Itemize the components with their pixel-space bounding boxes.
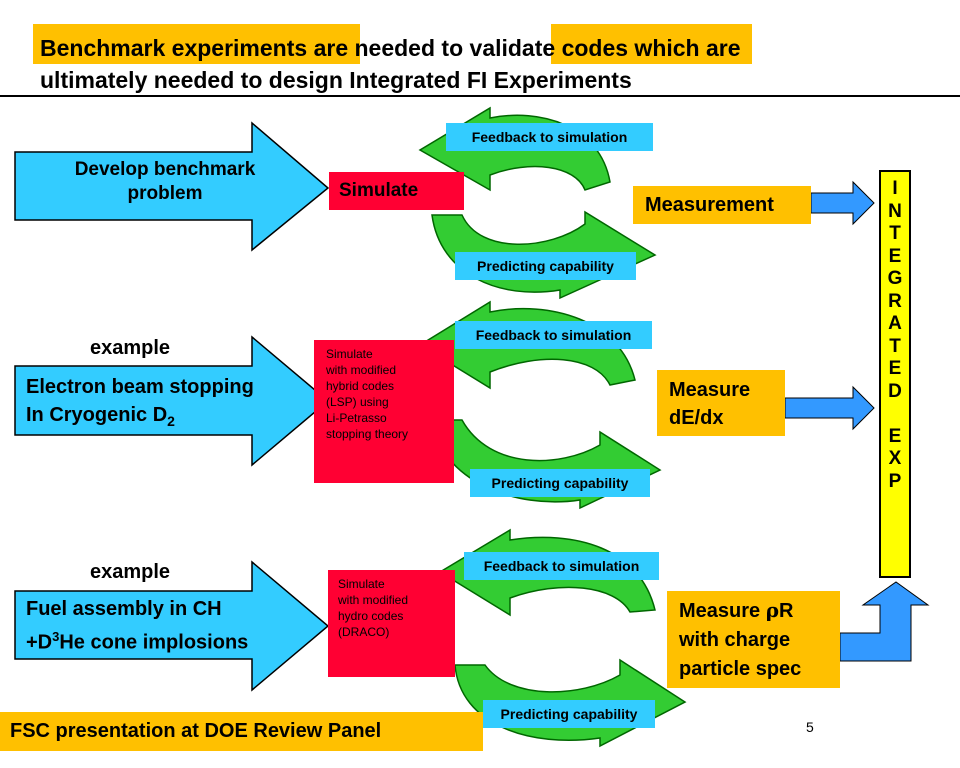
page-title: Benchmark experiments are needed to vali…	[40, 32, 741, 96]
row2-example-label: example	[90, 337, 171, 359]
output-arrow-3	[839, 581, 930, 662]
title-line-2: ultimately needed to design Integrated F…	[40, 67, 632, 93]
title-line-1: Benchmark experiments are needed to vali…	[40, 32, 741, 64]
row1-input-line-2: problem	[127, 183, 203, 204]
row2-simulate-box: Simulate with modified hybrid codes (LSP…	[314, 340, 454, 483]
title-mid-text-2: hich are	[652, 35, 741, 61]
title-mid-text-1: are needed to v	[307, 35, 483, 61]
row3-input-line-2: +D3He cone implosions	[26, 629, 249, 654]
input-arrow-3	[14, 560, 330, 692]
row3-predicting-label: Predicting capability	[483, 700, 655, 728]
row2-input-line-1: Electron beam stopping	[26, 376, 254, 398]
title-highlight-2	[551, 24, 752, 64]
row3-feedback-label: Feedback to simulation	[464, 552, 659, 580]
output-arrow-2	[784, 385, 875, 431]
row1-simulate-label: Simulate	[339, 180, 419, 201]
input-arrow-1	[14, 121, 330, 252]
title-highlight-1	[33, 24, 360, 64]
row3-simulate-box: Simulate with modified hydro codes (DRAC…	[328, 570, 455, 677]
row3-input-line-1: Fuel assembly in CH	[26, 598, 222, 620]
input-arrow-2	[14, 335, 330, 467]
row1-input-line-1: Develop benchmark	[74, 159, 256, 180]
row1-simulate-box: Simulate	[329, 172, 464, 210]
integrated-exp-bar: I N T E G R A T E D E X P	[879, 170, 911, 578]
title-hl-text-2: alidate codes w	[482, 35, 653, 61]
output-arrow-1	[810, 180, 875, 226]
page-number: 5	[806, 719, 814, 735]
row2-feedback-label: Feedback to simulation	[455, 321, 652, 349]
row3-measure-box: Measure ρR with charge particle spec	[667, 591, 840, 688]
row1-predicting-label: Predicting capability	[455, 252, 636, 280]
row1-measurement-box: Measurement	[633, 186, 811, 224]
row3-measure-line-1: Measure ρR	[679, 598, 794, 622]
footer-banner: FSC presentation at DOE Review Panel	[0, 712, 483, 751]
row1-input-text: Develop benchmark problem	[30, 158, 300, 206]
row3-input-text: Fuel assembly in CH +D3He cone implosion…	[26, 595, 316, 657]
title-divider	[0, 95, 960, 97]
row2-predicting-label: Predicting capability	[470, 469, 650, 497]
integrated-exp-letters: I N T E G R A T E D E X P	[887, 178, 903, 492]
row3-example-label: example	[90, 561, 171, 583]
row1-measurement-label: Measurement	[645, 194, 774, 216]
row2-measure-box: Measure dE/dx	[657, 370, 785, 436]
row1-feedback-label: Feedback to simulation	[446, 123, 653, 151]
row2-input-line-2: In Cryogenic D2	[26, 404, 175, 429]
title-hl-text-1: Benchmark experiments	[40, 35, 308, 61]
row2-input-text: Electron beam stopping In Cryogenic D2	[26, 373, 316, 435]
